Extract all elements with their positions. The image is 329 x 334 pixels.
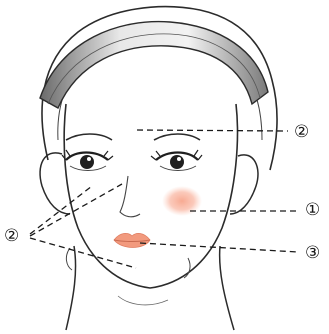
label-lips: ③ [305, 245, 320, 262]
ear-drop-left [66, 248, 72, 270]
right-eye-iris [170, 155, 184, 169]
label-cheek: ① [305, 202, 320, 219]
leader-forehead [137, 130, 288, 131]
label-forehead: ② [294, 124, 309, 141]
right-eyebrow [154, 134, 200, 140]
left-eye-iris [80, 155, 94, 169]
neck-shadow [118, 296, 168, 305]
right-ear [230, 155, 258, 214]
right-eye-highlight [177, 157, 181, 161]
neck-left [66, 246, 76, 330]
nose [120, 176, 140, 217]
face-outline [64, 104, 237, 288]
label-left: ② [4, 228, 19, 245]
leader-left-a [30, 186, 92, 234]
left-eyebrow [66, 134, 112, 140]
neck-right [220, 246, 234, 330]
left-eye-highlight [87, 157, 91, 161]
